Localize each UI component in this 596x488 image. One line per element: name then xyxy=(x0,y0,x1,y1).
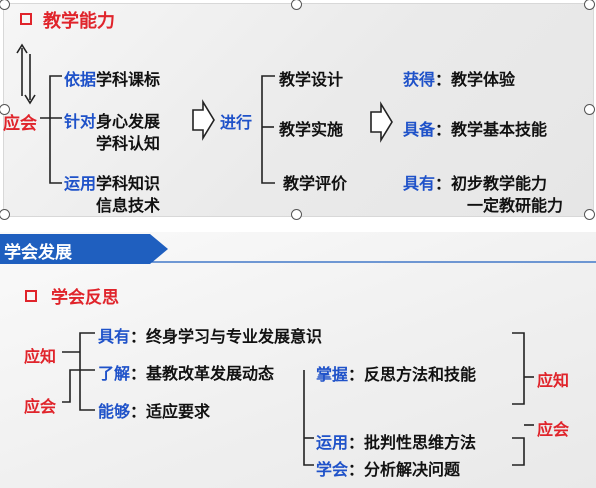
left-label-yinghui-2: 应会 xyxy=(24,397,57,416)
resize-handle-top-left[interactable] xyxy=(0,0,10,10)
outcome-gain: 获得：教学体验 xyxy=(403,70,516,89)
arrow-right-icon-2 xyxy=(370,101,393,143)
right-label-yingzhi: 应知 xyxy=(537,371,570,390)
section2-header xyxy=(25,287,37,306)
section1-header xyxy=(20,10,32,29)
item-basis: 依据学科课标 xyxy=(64,70,161,89)
outcome-possess: 具备：教学基本技能 xyxy=(403,120,548,139)
right-item-apply: 运用：批判性思维方法 xyxy=(316,433,477,452)
outcome-have: 具有：初步教学能力 xyxy=(403,174,548,193)
arrow-right-icon xyxy=(192,99,215,141)
stage-evaluate: 教学评价 xyxy=(283,174,348,193)
square-bullet-icon xyxy=(20,13,32,25)
connector-proceed: 进行 xyxy=(220,113,253,132)
learn-development-panel xyxy=(0,232,596,488)
resize-handle-bottom-left[interactable] xyxy=(0,209,10,220)
resize-handle-bottom-center[interactable] xyxy=(291,209,302,220)
stage-design: 教学设计 xyxy=(279,70,344,89)
resize-handle-top-center[interactable] xyxy=(291,0,302,10)
square-bullet-icon-2 xyxy=(25,290,37,302)
banner-title: 学会发展 xyxy=(4,243,72,263)
left-item-understand: 了解：基教改革发展动态 xyxy=(98,364,275,383)
item-target: 针对身心发展 xyxy=(64,112,161,131)
right-label-yinghui: 应会 xyxy=(537,420,570,439)
stage-implement: 教学实施 xyxy=(279,120,344,139)
left-label-yinghui: 应会 xyxy=(3,114,37,134)
left-label-yingzhi: 应知 xyxy=(24,347,57,366)
left-item-able: 能够：适应要求 xyxy=(98,402,211,421)
section1-title: 教学能力 xyxy=(43,11,115,32)
resize-handle-bottom-right[interactable] xyxy=(584,209,595,220)
resize-handle-top-right[interactable] xyxy=(584,0,595,10)
section2-title: 学会反思 xyxy=(51,288,119,308)
item-use: 运用学科知识 xyxy=(64,174,161,193)
item-use-line2: 信息技术 xyxy=(96,196,161,215)
resize-handle-mid-left[interactable] xyxy=(0,104,10,115)
resize-handle-mid-right[interactable] xyxy=(584,104,595,115)
item-target-line2: 学科认知 xyxy=(96,134,161,153)
left-item-have: 具有：终身学习与专业发展意识 xyxy=(98,327,323,346)
teaching-ability-panel xyxy=(3,3,594,217)
right-item-learn: 学会：分析解决问题 xyxy=(316,460,461,479)
right-item-master: 掌握：反思方法和技能 xyxy=(316,365,477,384)
outcome-have-line2: 一定教研能力 xyxy=(467,196,564,215)
